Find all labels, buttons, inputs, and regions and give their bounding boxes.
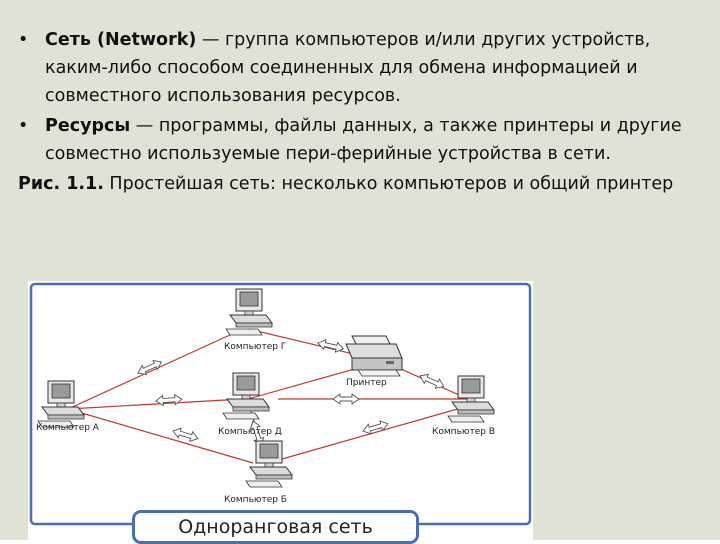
term-network: Сеть (Network)	[45, 30, 196, 50]
bullet-resources: • Ресурсы — программы, файлы данных, а та…	[18, 112, 714, 168]
label-computer-b: Компьютер Б	[224, 495, 287, 505]
bullet-marker: •	[18, 26, 28, 54]
bullet-marker: •	[18, 112, 28, 140]
label-computer-a: Компьютер А	[36, 423, 99, 433]
figure-caption: Рис. 1.1. Простейшая сеть: несколько ком…	[18, 170, 714, 198]
network-diagram: Компьютер Г Принтер Компьютер А Компьюте…	[28, 281, 533, 540]
label-printer: Принтер	[346, 378, 387, 388]
network-type-banner: Одноранговая сеть	[132, 510, 419, 544]
label-computer-d: Компьютер Д	[218, 427, 282, 437]
bullet-network: •Сеть (Network) — группа компьютеров и/и…	[18, 26, 714, 110]
slide-text: •Сеть (Network) — группа компьютеров и/и…	[18, 26, 714, 200]
label-computer-g: Компьютер Г	[224, 342, 286, 352]
term-resources: Ресурсы	[45, 116, 130, 136]
label-computer-v: Компьютер В	[432, 427, 495, 437]
network-type-title: Одноранговая сеть	[135, 516, 416, 538]
definition-resources: — программы, файлы данных, а также принт…	[45, 116, 682, 164]
figure-caption-label: Рис. 1.1.	[18, 174, 104, 194]
figure-caption-text: Простейшая сеть: несколько компьютеров и…	[104, 174, 673, 194]
